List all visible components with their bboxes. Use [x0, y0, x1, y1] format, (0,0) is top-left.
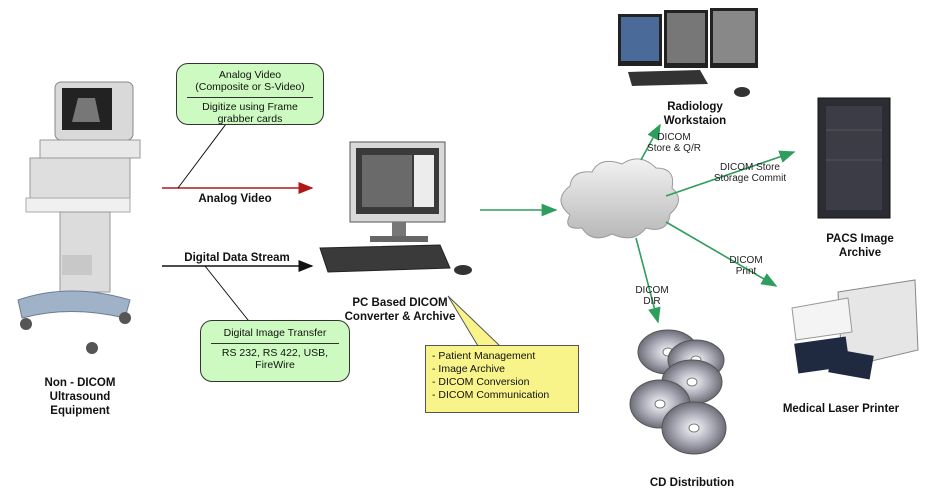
- ultrasound-label: Non - DICOM Ultrasound Equipment: [20, 376, 140, 418]
- radiology-edge-line2: Store & Q/R: [647, 143, 701, 154]
- digital-box-line2: RS 232, RS 422, USB,: [221, 347, 329, 359]
- ultrasound-label-line2: Ultrasound: [49, 391, 111, 403]
- cloud-to-pacs-arrow: [665, 150, 796, 197]
- pacs-server-icon: [817, 97, 891, 219]
- printer-edge-line1: DICOM: [729, 255, 763, 266]
- printer-edge-label: DICOM Print: [716, 255, 776, 277]
- cd-discs-icon: [629, 329, 727, 455]
- digital-box-line1: Digital Image Transfer: [223, 327, 327, 339]
- feature-item: - DICOM Conversion: [432, 376, 530, 388]
- pacs-label-line1: PACS Image: [826, 233, 894, 245]
- radiology-label-line2: Workstaion: [663, 115, 727, 127]
- digital-transfer-box: Digital Image Transfer RS 232, RS 422, U…: [200, 320, 350, 382]
- feature-item: - DICOM Communication: [432, 389, 550, 401]
- pacs-label-line2: Archive: [838, 247, 882, 259]
- analog-box-line4: grabber cards: [217, 113, 283, 125]
- analog-box-divider: [187, 97, 313, 98]
- analog-video-box: Analog Video (Composite or S-Video) Digi…: [176, 63, 324, 125]
- cd-label: CD Distribution: [649, 477, 735, 489]
- analog-video-label: Analog Video: [198, 193, 272, 205]
- digital-data-label: Digital Data Stream: [184, 252, 290, 264]
- feature-item: - Patient Management: [432, 350, 536, 362]
- cd-edge-line2: DIR: [643, 296, 661, 307]
- cloud-to-radiology-arrow: [640, 123, 661, 161]
- digital-box-line3: FireWire: [255, 359, 295, 371]
- analog-box-line3: Digitize using Frame: [202, 101, 298, 113]
- feature-item: - Image Archive: [432, 363, 505, 375]
- cloud-to-cd-arrow: [635, 237, 661, 324]
- radiology-edge-line1: DICOM: [657, 132, 691, 143]
- printer-edge-line2: Print: [735, 266, 757, 277]
- pc-label-line2: Converter & Archive: [344, 311, 456, 323]
- digital-box-divider: [211, 343, 339, 344]
- pacs-edge-label: DICOM Store Storage Commit: [702, 162, 798, 184]
- cd-edge-line1: DICOM: [635, 285, 669, 296]
- radiology-workstation-icon: [618, 8, 758, 97]
- pacs-label: PACS Image Archive: [810, 232, 910, 260]
- radiology-label-line1: Radiology: [667, 101, 723, 113]
- digital-callout-line: [204, 265, 253, 326]
- analog-box-line1: Analog Video: [218, 69, 282, 81]
- features-note: - Patient Management - Image Archive - D…: [425, 345, 579, 413]
- network-cloud-icon: [560, 158, 679, 239]
- analog-callout-line: [177, 123, 227, 189]
- pc-label: PC Based DICOM Converter & Archive: [330, 296, 470, 324]
- ultrasound-label-line3: Equipment: [50, 405, 110, 417]
- radiology-label: Radiology Workstaion: [640, 100, 750, 128]
- cd-edge-label: DICOM DIR: [624, 285, 680, 307]
- pc-label-line1: PC Based DICOM: [352, 297, 448, 309]
- pacs-edge-line1: DICOM Store: [719, 162, 780, 173]
- pacs-edge-line2: Storage Commit: [713, 173, 787, 184]
- ultrasound-label-line1: Non - DICOM: [44, 377, 116, 389]
- pc-workstation-icon: [319, 141, 472, 275]
- printer-label: Medical Laser Printer: [782, 403, 900, 415]
- laser-printer-icon: [791, 279, 919, 380]
- ultrasound-machine-icon: [17, 81, 141, 354]
- analog-box-line2: (Composite or S-Video): [195, 81, 305, 93]
- cloud-to-printer-arrow: [665, 221, 778, 287]
- radiology-edge-label: DICOM Store & Q/R: [632, 132, 716, 154]
